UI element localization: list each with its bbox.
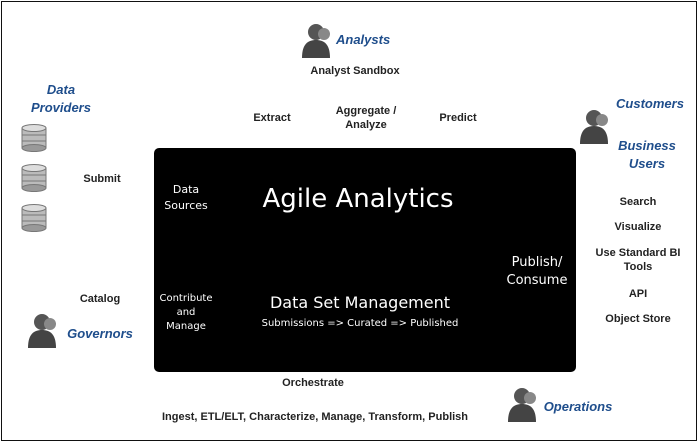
analysts-person-icon <box>302 24 330 58</box>
database-icon <box>21 204 47 232</box>
core-data-sources: Data Sources <box>164 183 208 212</box>
consumer-action-object-store: Object Store <box>605 313 671 325</box>
label-orchestrate: Orchestrate <box>282 377 344 389</box>
role-business-users: Business Users <box>618 138 676 171</box>
label-predict: Predict <box>439 112 477 124</box>
role-analysts: Analysts <box>336 32 391 47</box>
label-analyst-sandbox: Analyst Sandbox <box>310 65 400 77</box>
core-dsm-title: Data Set Management <box>269 293 451 312</box>
consumer-action-bi-tools: Use Standard BI Tools <box>595 247 681 273</box>
core-contribute-manage: Contribute and Manage <box>159 293 213 332</box>
agile-analytics-box: Agile Analytics Data Sources Contribute … <box>154 148 576 372</box>
role-governors: Governors <box>67 326 133 341</box>
customers-person-icon <box>580 110 608 144</box>
consumer-action-search: Search <box>619 196 657 208</box>
database-icon <box>21 124 47 152</box>
consumer-action-api: API <box>628 288 648 300</box>
label-submit: Submit <box>83 173 121 185</box>
operations-person-icon <box>508 388 536 422</box>
database-icon <box>21 164 47 192</box>
core-dsm-subtitle: Submissions => Curated => Published <box>261 318 459 329</box>
governors-person-icon <box>28 314 56 348</box>
core-title: Agile Analytics <box>262 184 454 214</box>
core-publish-consume: Publish/ Consume <box>506 255 568 288</box>
role-customers: Customers <box>616 96 684 111</box>
label-aggregate-analyze: Aggregate / Analyze <box>335 105 397 131</box>
label-operations-tasks: Ingest, ETL/ELT, Characterize, Manage, T… <box>161 411 469 423</box>
consumer-action-visualize: Visualize <box>614 221 662 233</box>
role-operations: Operations <box>543 399 613 414</box>
label-catalog: Catalog <box>79 293 121 305</box>
role-data-providers: Data Providers <box>31 82 91 115</box>
label-extract: Extract <box>253 112 291 124</box>
